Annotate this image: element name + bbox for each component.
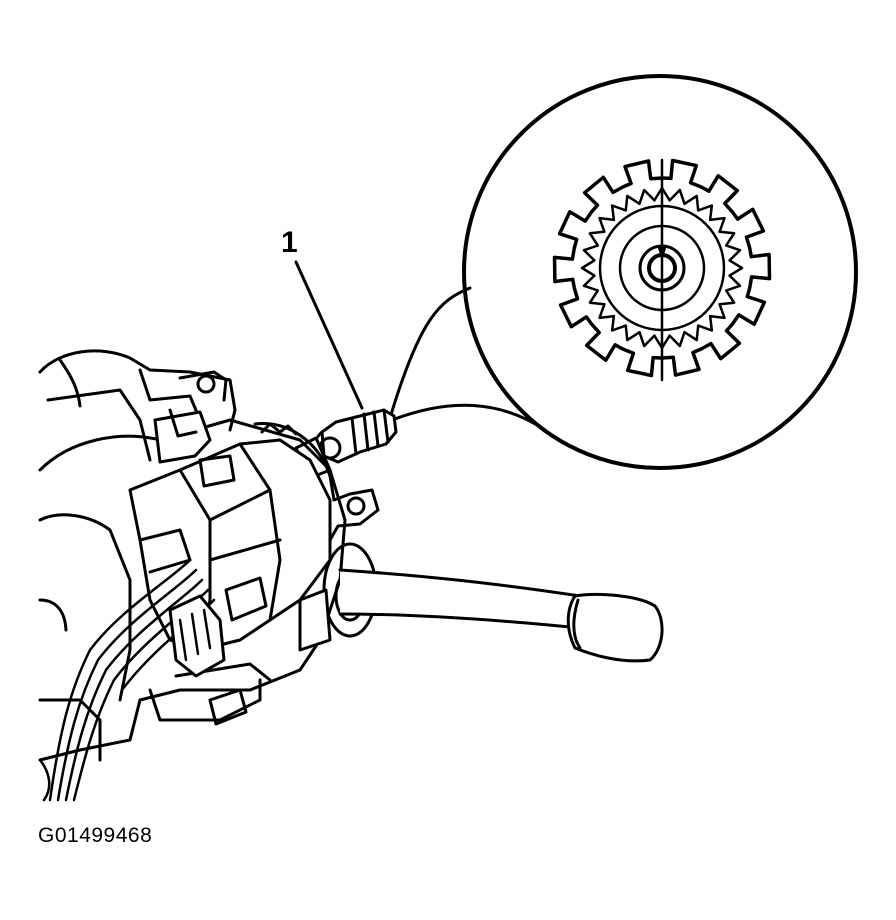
figure-code-label: G01499468: [38, 824, 153, 847]
turn-signal-lever-icon: [338, 568, 664, 663]
steering-column-assembly-icon: [38, 349, 380, 762]
magnifier-leader-upper: [388, 286, 472, 420]
callout-number-label: 1: [281, 226, 298, 259]
detail-magnifier: [388, 74, 858, 470]
index-arrow-icon: [657, 245, 667, 259]
toothed-reluctor-wheel-icon: [552, 158, 772, 382]
magnifier-leader-lower: [390, 403, 547, 432]
wiring-harness-icon: [38, 558, 226, 802]
callout-leader-line: [294, 260, 364, 410]
steering-position-sensor-icon: [294, 408, 398, 480]
